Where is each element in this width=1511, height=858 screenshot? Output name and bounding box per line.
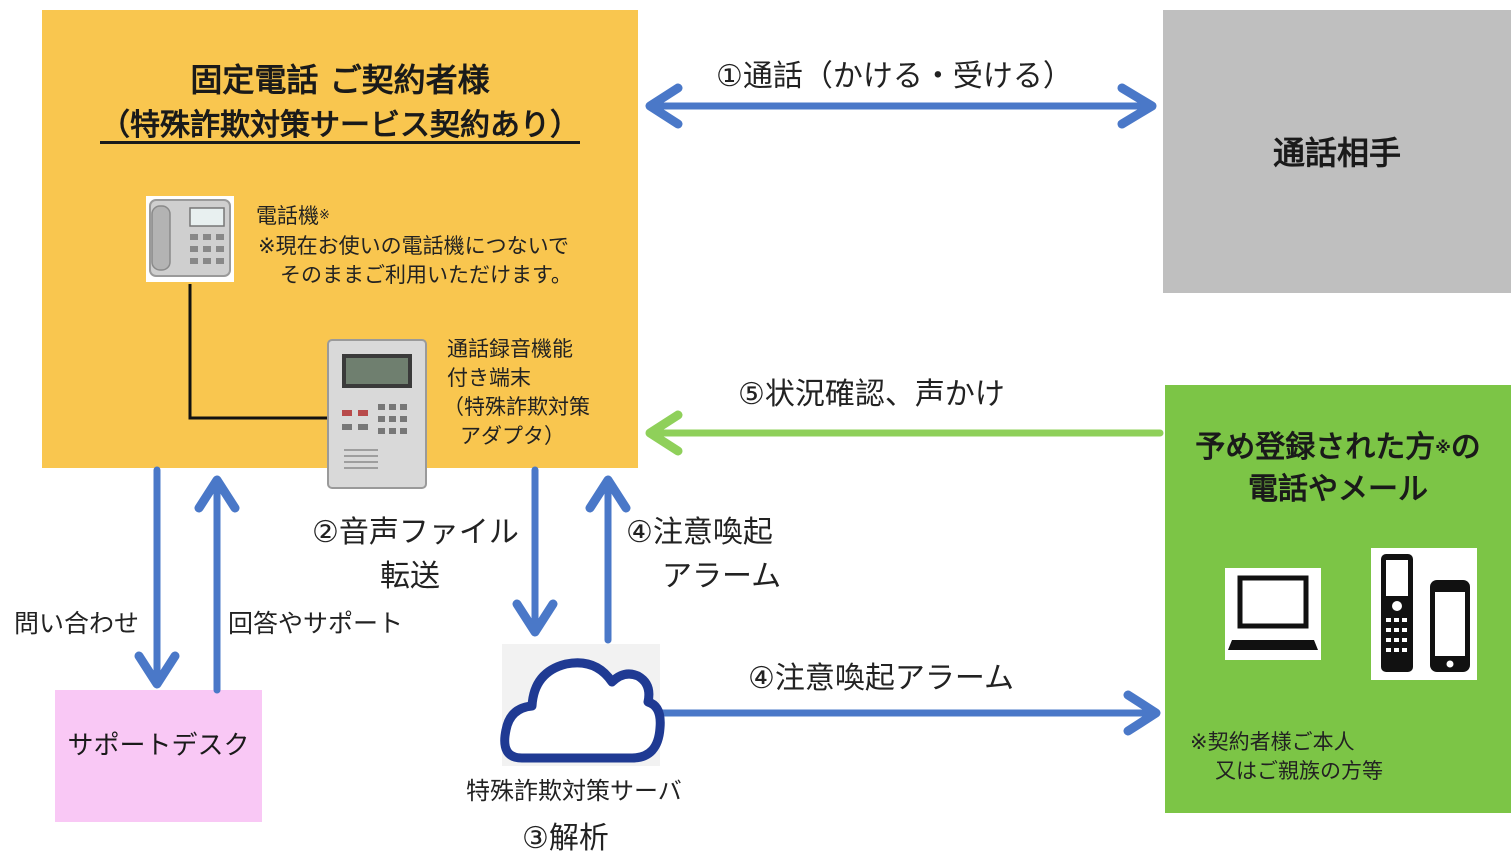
server-step-label: ③解析 (522, 821, 609, 856)
alert-right-label: ④注意喚起アラーム (748, 661, 1014, 696)
phone-label: 電話機※ (256, 204, 330, 228)
phone-note-line-2: そのままご利用いただけます。 (280, 263, 572, 287)
status-check-arrow (645, 410, 1164, 456)
adapter-label-line-2: 付き端末 (447, 366, 531, 390)
adapter-label-line-3: （特殊詐欺対策 (443, 395, 590, 419)
subscriber-title: 固定電話 ご契約者様 (190, 61, 490, 99)
subscriber-subtitle: （特殊詐欺対策サービス契約あり） (100, 108, 580, 143)
registered-contacts-title-line-1: 予め登録された方※の (1195, 430, 1481, 465)
alert-up-label-line-2: アラーム (662, 559, 782, 594)
registered-contacts-title-line-2: 電話やメール (1248, 472, 1428, 507)
mobile-phones-icon (1371, 548, 1477, 680)
phone-cable (188, 284, 330, 420)
status-check-label: ⑤状況確認、声かけ (738, 377, 1005, 412)
adapter-device-icon (327, 339, 427, 489)
registered-note-line-2: 又はご親族の方等 (1215, 759, 1383, 783)
upload-arrow (512, 466, 558, 637)
answer-arrow (194, 475, 240, 694)
call-flow-label: ①通話（かける・受ける） (716, 59, 1073, 94)
alert-up-label-line-1: ④注意喚起 (626, 515, 773, 550)
registered-note-line-1: ※契約者様ご本人 (1190, 730, 1355, 754)
alert-arrow-right (648, 690, 1161, 736)
upload-label-line-1: ②音声ファイル (312, 515, 519, 550)
inquiry-label: 問い合わせ (14, 609, 140, 638)
cloud-server-icon (500, 644, 665, 766)
adapter-label-line-1: 通話録音機能 (447, 337, 573, 361)
adapter-label-line-4: アダプタ） (460, 424, 565, 448)
support-desk-box (55, 690, 262, 822)
answer-label: 回答やサポート (228, 609, 404, 638)
inquiry-arrow (134, 466, 180, 689)
alert-arrow-up (585, 475, 631, 644)
call-arrow (645, 83, 1157, 129)
server-label: 特殊詐欺対策サーバ (466, 777, 682, 805)
call-partner-box (1163, 10, 1511, 293)
call-partner-label: 通話相手 (1272, 134, 1401, 172)
laptop-icon (1225, 568, 1321, 660)
upload-label-line-2: 転送 (380, 559, 440, 594)
telephone-icon (146, 196, 234, 282)
support-desk-label: サポートデスク (67, 731, 250, 761)
phone-note-line-1: ※現在お使いの電話機につないで (258, 234, 569, 258)
